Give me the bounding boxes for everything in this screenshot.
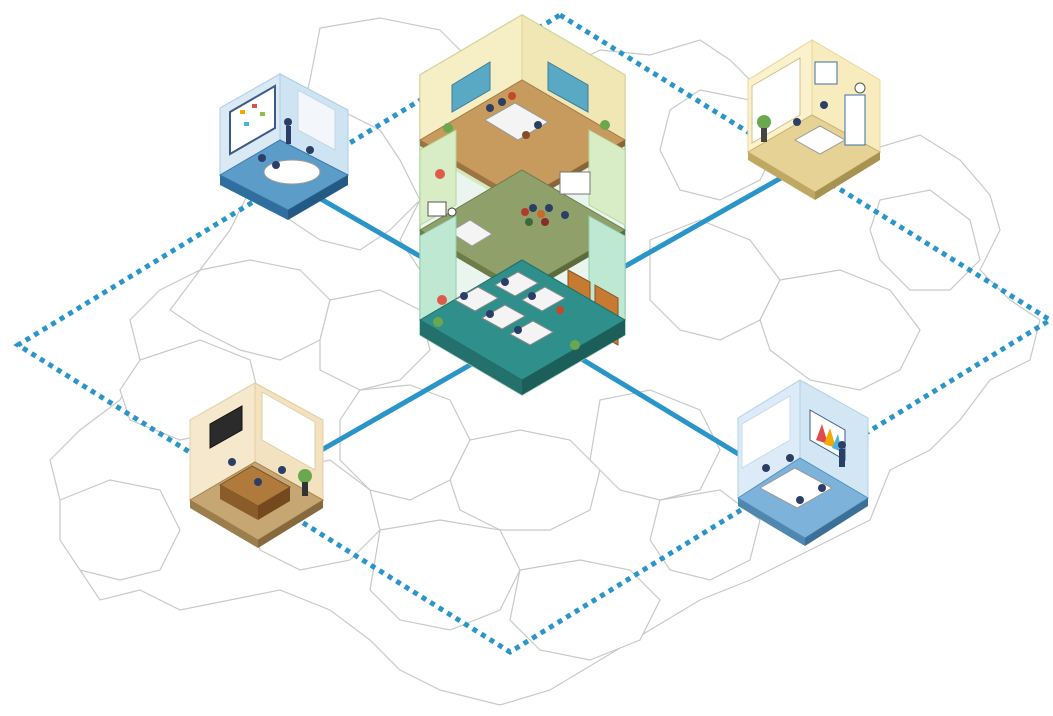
link-hq-to-bottom-right [572, 352, 743, 458]
map-region [169, 259, 331, 361]
presentation-room-icon [737, 379, 869, 546]
map-region [869, 189, 981, 291]
map-region [759, 269, 921, 391]
link-hq-to-top-right [612, 167, 798, 275]
link-hq-to-bottom-left [315, 362, 473, 455]
executive-office-icon [189, 382, 324, 548]
connection-lines [285, 167, 798, 458]
map-region [59, 479, 181, 581]
dotted-boundary [13, 12, 1053, 655]
meeting-room-icon [218, 73, 350, 220]
map-region [589, 389, 721, 501]
multi-floor-office-building-icon [419, 14, 626, 396]
workstation-room-icon [747, 39, 881, 200]
map-region [369, 519, 521, 631]
map-region [449, 429, 601, 531]
map-region [319, 289, 431, 391]
